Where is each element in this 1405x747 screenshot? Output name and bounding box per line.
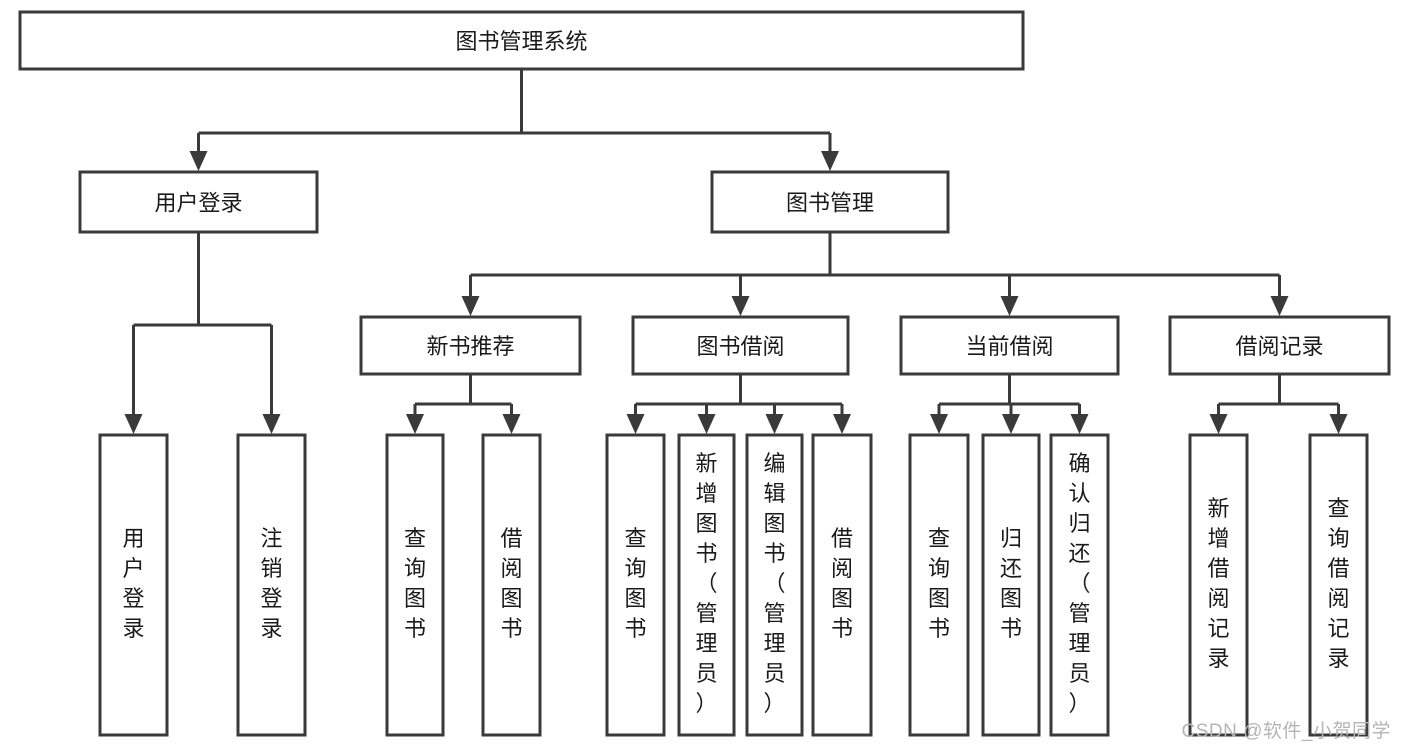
node-leaf-0[interactable]: 用户登录	[98, 433, 169, 737]
edge-group	[1209, 374, 1348, 434]
node-box	[745, 433, 804, 737]
node-leaf-1[interactable]: 注销登录	[236, 433, 307, 737]
arrow-head-icon	[406, 414, 424, 434]
node-label: 归还图书	[1000, 526, 1022, 641]
node-box	[236, 433, 307, 737]
node-leaf-10[interactable]: 确认归还（管理员）	[1049, 433, 1110, 737]
node-layer: 图书管理系统用户登录图书管理新书推荐图书借阅当前借阅借阅记录用户登录注销登录查询…	[18, 10, 1391, 737]
node-label: 用户登录	[122, 526, 144, 641]
arrow-head-icon	[833, 414, 851, 434]
node-box	[811, 433, 873, 737]
node-leaf-8[interactable]: 查询图书	[908, 433, 970, 737]
arrow-head-icon	[1209, 414, 1228, 434]
node-leaf-12[interactable]: 查询借阅记录	[1308, 433, 1369, 737]
arrow-head-icon	[189, 151, 208, 171]
arrow-head-icon	[930, 414, 948, 434]
node-box	[385, 433, 445, 737]
node-box	[631, 315, 850, 376]
node-label: 查询图书	[404, 526, 426, 641]
connector-layer	[124, 69, 1348, 434]
node-label: 当前借阅	[965, 334, 1053, 359]
node-label: 查询图书	[928, 526, 950, 641]
node-box	[18, 10, 1025, 71]
node-box	[359, 315, 582, 376]
node-l2-0[interactable]: 用户登录	[78, 170, 319, 234]
arrow-head-icon	[124, 414, 143, 434]
node-box	[981, 433, 1041, 737]
node-box	[1168, 315, 1391, 376]
node-box	[1188, 433, 1249, 737]
node-label: 确认归还（管理员）	[1068, 451, 1090, 716]
node-box	[1049, 433, 1110, 737]
edge-group	[461, 232, 1289, 316]
arrow-head-icon	[461, 296, 480, 316]
node-box	[98, 433, 169, 737]
arrow-head-icon	[262, 414, 281, 434]
node-label: 编辑图书（管理员）	[763, 451, 785, 716]
arrow-head-icon	[502, 414, 521, 434]
edge-group	[626, 374, 851, 434]
node-leaf-3[interactable]: 借阅图书	[481, 433, 542, 737]
node-box	[1308, 433, 1369, 737]
node-l2-1[interactable]: 图书管理	[710, 170, 950, 234]
node-box	[605, 433, 666, 737]
node-leaf-4[interactable]: 查询图书	[605, 433, 666, 737]
node-box	[710, 170, 950, 234]
node-box	[481, 433, 542, 737]
edge-group	[124, 232, 281, 434]
edge-group	[406, 374, 521, 434]
arrow-head-icon	[1329, 414, 1348, 434]
node-root-0[interactable]: 图书管理系统	[18, 10, 1025, 71]
arrow-head-icon	[821, 151, 839, 171]
arrow-head-icon	[765, 414, 784, 434]
arrow-head-icon	[626, 414, 645, 434]
node-label: 查询图书	[624, 526, 646, 641]
node-leaf-11[interactable]: 新增借阅记录	[1188, 433, 1249, 737]
node-label: 查询借阅记录	[1327, 496, 1349, 671]
edge-group	[189, 69, 839, 171]
node-l3-3[interactable]: 借阅记录	[1168, 315, 1391, 376]
node-leaf-5[interactable]: 新增图书（管理员）	[677, 433, 736, 737]
node-label: 图书借阅	[696, 334, 784, 359]
node-label: 用户登录	[154, 191, 242, 216]
arrow-head-icon	[1002, 414, 1020, 434]
node-leaf-9[interactable]: 归还图书	[981, 433, 1041, 737]
node-label: 新增图书（管理员）	[695, 451, 717, 716]
node-label: 新增借阅记录	[1207, 496, 1229, 671]
arrow-head-icon	[1070, 414, 1089, 434]
arrow-head-icon	[697, 414, 716, 434]
node-l3-1[interactable]: 图书借阅	[631, 315, 850, 376]
edge-group	[930, 374, 1089, 434]
node-l3-0[interactable]: 新书推荐	[359, 315, 582, 376]
node-label: 借阅图书	[831, 526, 853, 641]
node-box	[908, 433, 970, 737]
node-label: 注销登录	[260, 526, 282, 641]
node-l3-2[interactable]: 当前借阅	[899, 315, 1120, 376]
node-box	[899, 315, 1120, 376]
node-label: 图书管理系统	[455, 29, 587, 54]
node-label: 图书管理	[786, 191, 874, 216]
node-box	[78, 170, 319, 234]
arrow-head-icon	[731, 296, 750, 316]
arrow-head-icon	[1000, 296, 1019, 316]
arrow-head-icon	[1270, 296, 1289, 316]
node-label: 借阅记录	[1235, 334, 1323, 359]
node-leaf-2[interactable]: 查询图书	[385, 433, 445, 737]
node-leaf-6[interactable]: 编辑图书（管理员）	[745, 433, 804, 737]
node-label: 借阅图书	[500, 526, 522, 641]
node-leaf-7[interactable]: 借阅图书	[811, 433, 873, 737]
node-box	[677, 433, 736, 737]
node-label: 新书推荐	[426, 334, 514, 359]
